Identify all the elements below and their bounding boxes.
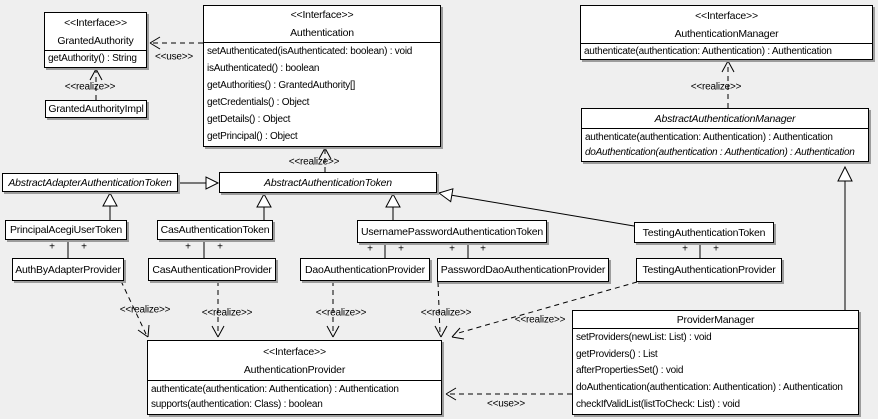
class-name: UsernamePasswordAuthenticationToken xyxy=(360,225,544,238)
class-name: GrantedAuthority xyxy=(57,34,134,47)
class-abstract-authentication-manager[interactable]: AbstractAuthenticationManager authentica… xyxy=(581,108,869,162)
association-role-plus: + xyxy=(81,241,87,253)
class-granted-authority-impl[interactable]: GrantedAuthorityImpl xyxy=(45,100,147,118)
class-name: PasswordDaoAuthenticationProvider xyxy=(440,264,606,276)
class-testing-authentication-provider[interactable]: TestingAuthenticationProvider xyxy=(636,258,782,282)
class-name: Authentication xyxy=(290,27,354,39)
class-title: ProviderManager xyxy=(573,311,858,328)
method-row: supports(authentication: Class) : boolea… xyxy=(151,399,323,411)
generalization-edge-casauthenticationtoken xyxy=(256,192,272,220)
method-row: getAuthorities() : GrantedAuthority[] xyxy=(207,80,356,92)
generalization-edge-usernamepasswordtoken xyxy=(385,192,401,220)
class-principal-acegi-user-token[interactable]: PrincipalAcegiUserToken xyxy=(5,220,127,240)
realize-label: <<realize>> xyxy=(420,307,472,319)
method-row: setProviders(newList: List) : void xyxy=(576,332,712,344)
class-title: <<Interface>> GrantedAuthority xyxy=(45,13,146,50)
association-role-plus: + xyxy=(217,241,223,253)
realize-label: <<realize>> xyxy=(201,307,253,319)
stereotype-label: <<Interface>> xyxy=(695,9,758,22)
method-row: getCredentials() : Object xyxy=(207,96,310,108)
realize-label: <<realize>> xyxy=(690,81,742,93)
class-cas-authentication-token[interactable]: CasAuthenticationToken xyxy=(157,220,273,240)
association-role-plus: + xyxy=(480,243,486,255)
stereotype-label: <<Interface>> xyxy=(263,345,326,358)
realize-label: <<realize>> xyxy=(514,314,566,326)
class-abstract-adapter-authentication-token[interactable]: AbstractAdapterAuthenticationToken xyxy=(2,173,178,192)
class-name: TestingAuthenticationToken xyxy=(642,226,766,239)
method-row: authenticate(authentication: Authenticat… xyxy=(584,45,832,57)
class-name: DaoAuthenticationProvider xyxy=(305,263,425,276)
class-title: AbstractAuthenticationManager xyxy=(582,109,868,128)
class-auth-by-adapter-provider[interactable]: AuthByAdapterProvider xyxy=(12,258,124,281)
association-role-plus: + xyxy=(682,243,688,255)
method-row: getPrincipal() : Object xyxy=(207,130,298,142)
generalization-edge-abstractadapter xyxy=(178,176,220,190)
association-role-plus: + xyxy=(185,241,191,253)
class-title: <<Interface>> AuthenticationManager xyxy=(581,6,872,43)
use-label: <<use>> xyxy=(486,398,526,410)
realize-label: <<realize>> xyxy=(64,81,116,93)
class-name: AbstractAdapterAuthenticationToken xyxy=(8,176,172,189)
generalization-edge-principalacegiusertoken xyxy=(102,191,118,220)
method-row: getProviders() : List xyxy=(576,348,658,360)
realize-label: <<realize>> xyxy=(315,307,367,319)
generalization-edge-providermanager xyxy=(837,165,853,310)
class-provider-manager[interactable]: ProviderManager setProviders(newList: Li… xyxy=(572,310,859,415)
method-row: authenticate(authentication: Authenticat… xyxy=(151,383,399,395)
method-row: setAuthenticated(isAuthenticated: boolea… xyxy=(207,46,413,58)
stereotype-label: <<Interface>> xyxy=(290,9,354,21)
method-row: checkIfValidList(listToCheck: List) : vo… xyxy=(576,398,740,410)
class-dao-authentication-provider[interactable]: DaoAuthenticationProvider xyxy=(300,258,430,281)
class-granted-authority[interactable]: <<Interface>> GrantedAuthority getAuthor… xyxy=(44,12,147,68)
stereotype-label: <<Interface>> xyxy=(64,16,127,29)
use-edge-authentication-grantedauthority xyxy=(149,36,203,50)
class-name: CasAuthenticationToken xyxy=(160,224,270,236)
class-title: <<Interface>> Authentication xyxy=(204,6,440,42)
realize-label: <<realize>> xyxy=(119,304,171,316)
class-testing-authentication-token[interactable]: TestingAuthenticationToken xyxy=(634,222,774,243)
class-name: GrantedAuthorityImpl xyxy=(48,103,144,115)
association-role-plus: + xyxy=(449,243,455,255)
class-authentication-manager[interactable]: <<Interface>> AuthenticationManager auth… xyxy=(580,5,873,60)
realize-label: <<realize>> xyxy=(288,156,340,168)
class-name: CasAuthenticationProvider xyxy=(152,263,272,276)
class-name: AuthByAdapterProvider xyxy=(15,263,121,276)
method-row: authenticate(authentication: Authenticat… xyxy=(585,131,833,143)
class-name: AuthenticationProvider xyxy=(243,363,346,376)
method-row: doAuthentication(authentication : Authen… xyxy=(585,146,855,158)
method-row: isAuthenticated() : boolean xyxy=(207,63,320,75)
class-authentication[interactable]: <<Interface>> Authentication setAuthenti… xyxy=(203,5,441,147)
method-row: getAuthority() : String xyxy=(48,53,137,64)
class-name: ProviderManager xyxy=(676,313,755,326)
class-title: <<Interface>> AuthenticationProvider xyxy=(148,341,441,380)
class-name: AbstractAuthenticationToken xyxy=(264,176,392,189)
association-role-plus: + xyxy=(49,241,55,253)
class-name: TestingAuthenticationProvider xyxy=(642,264,776,276)
method-row: doAuthentication(authentication: Authent… xyxy=(576,382,843,394)
class-name: PrincipalAcegiUserToken xyxy=(9,224,123,236)
class-name: AbstractAuthenticationManager xyxy=(654,112,796,125)
method-row: afterPropertiesSet() : void xyxy=(576,365,684,377)
class-abstract-authentication-token[interactable]: AbstractAuthenticationToken xyxy=(219,172,437,193)
class-name: AuthenticationManager xyxy=(674,27,779,40)
association-role-plus: + xyxy=(367,243,373,255)
association-role-plus: + xyxy=(713,243,719,255)
method-row: getDetails() : Object xyxy=(207,113,291,125)
class-cas-authentication-provider[interactable]: CasAuthenticationProvider xyxy=(148,258,276,281)
class-authentication-provider[interactable]: <<Interface>> AuthenticationProvider aut… xyxy=(147,340,442,415)
class-password-dao-authentication-provider[interactable]: PasswordDaoAuthenticationProvider xyxy=(437,258,609,282)
association-role-plus: + xyxy=(398,243,404,255)
use-label: <<use>> xyxy=(154,51,194,63)
class-username-password-authentication-token[interactable]: UsernamePasswordAuthenticationToken xyxy=(357,220,547,243)
